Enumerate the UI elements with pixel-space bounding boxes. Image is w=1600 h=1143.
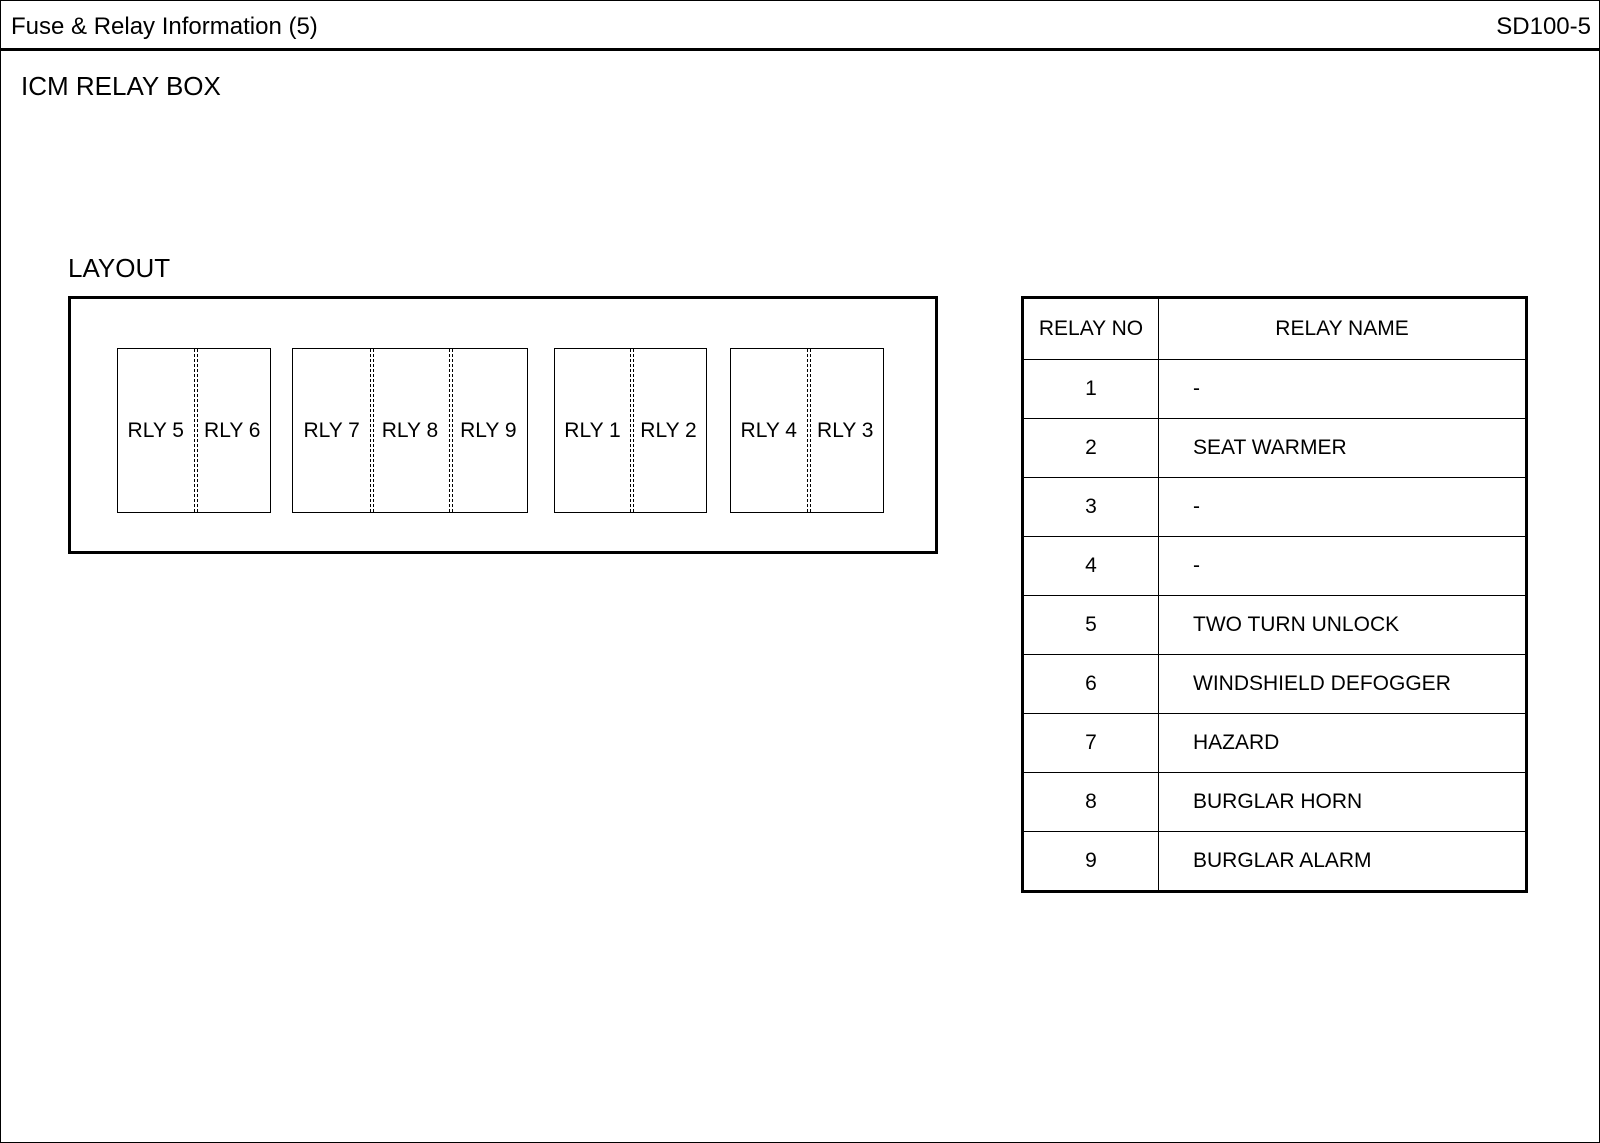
relay-no-cell: 9 [1022,831,1159,892]
relay-group-3: RLY 1 RLY 2 [554,348,707,513]
relay-slot-7: RLY 7 [303,418,360,442]
relay-group-4: RLY 4 RLY 3 [730,348,884,513]
relay-group-2: RLY 7 RLY 8 RLY 9 [292,348,528,513]
table-row: 8 BURGLAR HORN [1022,772,1527,832]
relay-no-cell: 8 [1022,772,1159,832]
relay-name-cell: - [1158,536,1527,596]
relay-no-cell: 6 [1022,654,1159,714]
table-row: 2 SEAT WARMER [1022,418,1527,478]
relay-slot-4: RLY 4 [740,418,797,442]
relay-no-cell: 1 [1022,359,1159,419]
table-row: 6 WINDSHIELD DEFOGGER [1022,654,1527,714]
relay-no-cell: 7 [1022,713,1159,773]
relay-no-cell: 4 [1022,536,1159,596]
table-header-row: RELAY NO RELAY NAME [1022,297,1527,360]
relay-slot-3: RLY 3 [806,349,884,512]
relay-name-cell: SEAT WARMER [1158,418,1527,478]
table-row: 4 - [1022,536,1527,596]
relay-slot-1: RLY 1 [564,418,621,442]
table-row: 1 - [1022,359,1527,419]
relay-box-layout [68,296,938,554]
relay-table: RELAY NO RELAY NAME 1 - 2 SEAT WARMER 3 … [1021,296,1528,893]
relay-name-cell: TWO TURN UNLOCK [1158,595,1527,655]
relay-group-1: RLY 5 RLY 6 [117,348,271,513]
table-row: 3 - [1022,477,1527,537]
relay-name-cell: BURGLAR ALARM [1158,831,1527,892]
relay-slot-9: RLY 9 [448,349,527,512]
layout-label: LAYOUT [68,253,171,283]
table-row: 9 BURGLAR ALARM [1022,831,1527,892]
relay-slot-5: RLY 5 [127,418,184,442]
relay-no-cell: 5 [1022,595,1159,655]
relay-slot-2: RLY 2 [630,349,706,512]
page-header: Fuse & Relay Information (5) SD100-5 [1,1,1599,51]
relay-name-cell: BURGLAR HORN [1158,772,1527,832]
relay-slot-8: RLY 8 [370,349,448,512]
page-code: SD100-5 [1496,13,1591,40]
relay-no-cell: 3 [1022,477,1159,537]
relay-slot-6: RLY 6 [193,349,271,512]
column-header-relay-name: RELAY NAME [1158,297,1527,360]
column-header-relay-no: RELAY NO [1022,297,1159,360]
relay-no-cell: 2 [1022,418,1159,478]
relay-name-cell: - [1158,359,1527,419]
page-title: Fuse & Relay Information (5) [11,13,318,40]
relay-name-cell: WINDSHIELD DEFOGGER [1158,654,1527,714]
table-row: 5 TWO TURN UNLOCK [1022,595,1527,655]
relay-name-cell: - [1158,477,1527,537]
table-row: 7 HAZARD [1022,713,1527,773]
section-title: ICM RELAY BOX [21,71,221,101]
relay-name-cell: HAZARD [1158,713,1527,773]
